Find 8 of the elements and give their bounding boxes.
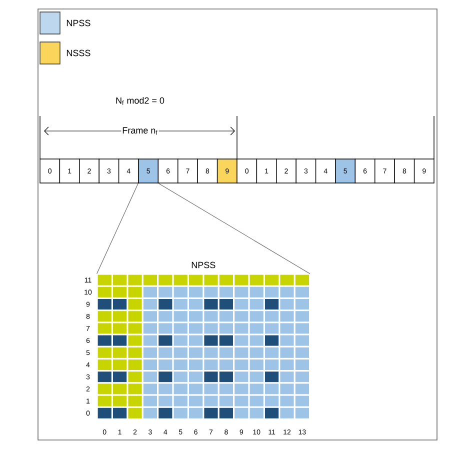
legend-label: NPSS [66, 20, 90, 26]
dimension-label: Frame n$_{f}$ [121, 126, 159, 136]
caption-text: N$_{f}$ mod2 = 0 [116, 97, 164, 105]
resource-grid: NPSS [98, 262, 309, 418]
zoom-line [96, 183, 138, 274]
zoom-line [158, 183, 310, 274]
node-label: NPSS [192, 262, 216, 268]
legend-label: NSSS [66, 50, 90, 56]
